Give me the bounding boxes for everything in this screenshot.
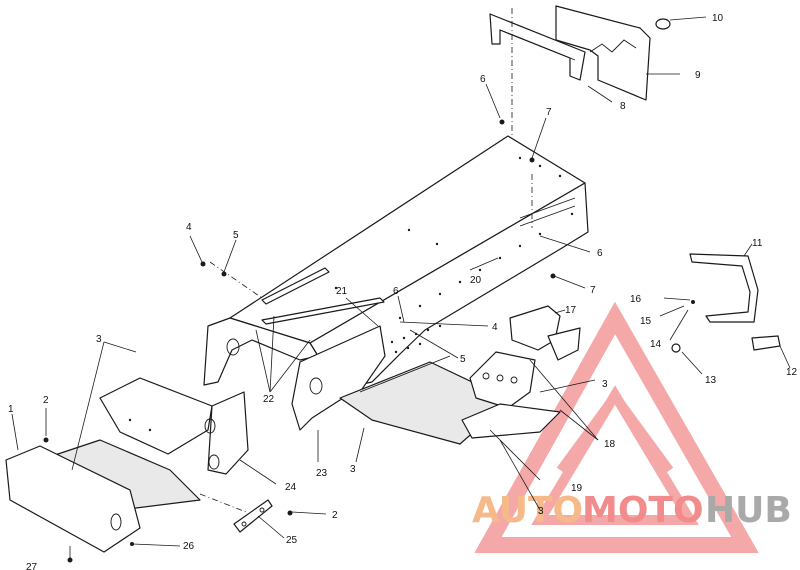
callout-26: 26 bbox=[183, 541, 195, 552]
callout-27: 27 bbox=[26, 562, 38, 570]
callout-17: 17 bbox=[565, 305, 577, 316]
watermark-text-moto: MOTO bbox=[582, 490, 704, 531]
callout-24: 24 bbox=[285, 482, 297, 493]
bulkhead-front bbox=[291, 325, 386, 431]
watermark-text-auto: AUTO bbox=[472, 490, 583, 531]
fastener-leaders bbox=[11, 83, 695, 563]
callout-13: 13 bbox=[705, 375, 717, 386]
callout-7: 7 bbox=[590, 285, 596, 296]
callout-4: 4 bbox=[492, 322, 498, 333]
callout-20: 20 bbox=[470, 275, 482, 286]
snow-flap bbox=[555, 5, 651, 101]
callout-6: 6 bbox=[597, 248, 603, 259]
callout-9: 9 bbox=[695, 70, 701, 81]
callout-8: 8 bbox=[620, 101, 626, 112]
reflector bbox=[655, 18, 671, 30]
callout-2: 2 bbox=[332, 510, 338, 521]
motor-mount-bracket-side bbox=[547, 327, 581, 361]
rear-bracket-assembly bbox=[489, 5, 707, 148]
lower-mount-plate bbox=[461, 403, 561, 439]
callout-4: 4 bbox=[186, 222, 192, 233]
watermark-text-hub: HUB bbox=[705, 490, 792, 531]
callout-3: 3 bbox=[538, 506, 544, 517]
callout-14: 14 bbox=[650, 339, 662, 350]
callout-18: 18 bbox=[604, 439, 616, 450]
callout-21: 21 bbox=[336, 286, 348, 297]
callout-3: 3 bbox=[96, 334, 102, 345]
callout-1: 1 bbox=[8, 404, 14, 415]
callout-6: 6 bbox=[480, 74, 486, 85]
watermark-triangle-icon bbox=[474, 301, 759, 553]
front-frame-side bbox=[207, 391, 249, 475]
tunnel-rail-left bbox=[261, 267, 330, 305]
mount-brackets bbox=[461, 305, 599, 511]
callout-5: 5 bbox=[233, 230, 239, 241]
callout-labels: 1 2 2 3 3 3 3 4 4 5 5 6 6 6 7 7 8 9 10 1… bbox=[8, 13, 798, 570]
rear-handle bbox=[671, 243, 791, 375]
tunnel-left-side bbox=[203, 317, 319, 386]
callout-6: 6 bbox=[393, 286, 399, 297]
callout-11: 11 bbox=[752, 238, 763, 249]
callout-2: 2 bbox=[43, 395, 49, 406]
callout-7: 7 bbox=[546, 107, 552, 118]
rear-bumper-handle bbox=[689, 253, 759, 323]
watermark-logo: AUTO MOTO HUB bbox=[472, 301, 792, 553]
callout-3: 3 bbox=[602, 379, 608, 390]
front-brace bbox=[233, 499, 327, 539]
callout-22: 22 bbox=[263, 394, 275, 405]
steering-brace bbox=[233, 499, 273, 533]
callout-12: 12 bbox=[786, 367, 798, 378]
callout-19: 19 bbox=[571, 483, 583, 494]
front-frame-assembly bbox=[5, 377, 277, 562]
callout-23: 23 bbox=[316, 468, 328, 479]
bumper-end-cap bbox=[751, 335, 781, 351]
front-frame-back bbox=[99, 377, 213, 455]
callout-15: 15 bbox=[640, 316, 652, 327]
callout-5: 5 bbox=[460, 354, 466, 365]
front-frame-left-wall bbox=[5, 445, 141, 553]
callout-16: 16 bbox=[630, 294, 642, 305]
callout-3: 3 bbox=[350, 464, 356, 475]
callout-25: 25 bbox=[286, 535, 298, 546]
callout-10: 10 bbox=[712, 13, 724, 24]
